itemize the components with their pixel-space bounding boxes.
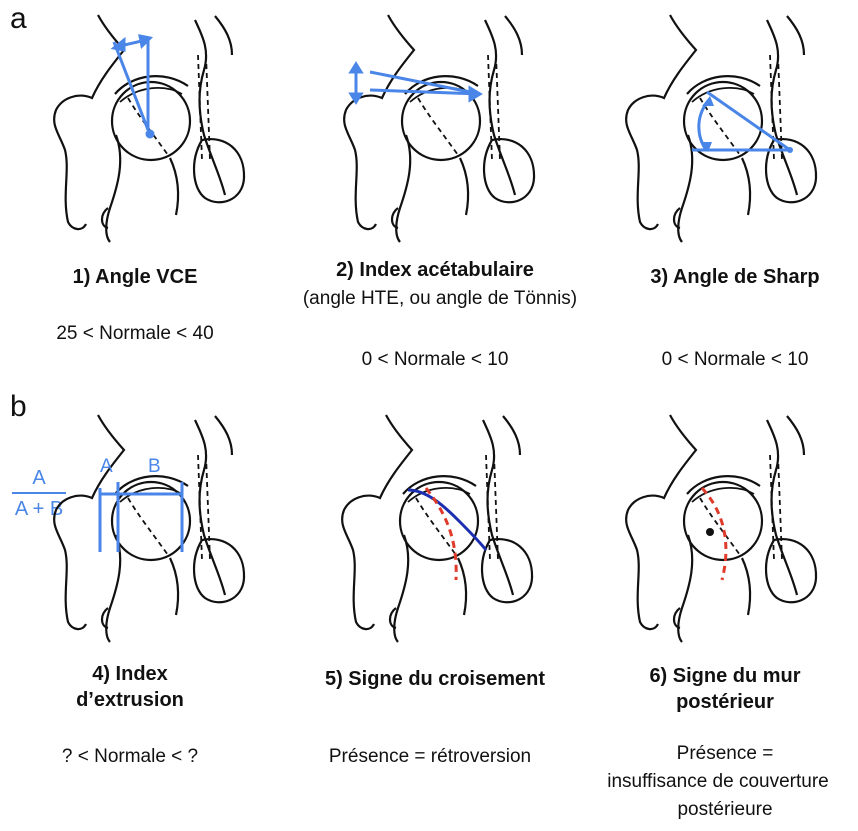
caption-title-sharp: 3) Angle de Sharp [620,265,850,289]
head-center-dot [706,528,714,536]
caption-range-sharp: 0 < Normale < 10 [620,348,850,372]
sharp-line [707,92,790,150]
caption-range-posterior-3: postérieure [600,798,850,822]
caption-range-vce: 25 < Normale < 40 [30,322,240,346]
caption-title-posterior-1: 6) Signe du mur [600,664,850,688]
hip-diagram-vce [20,10,260,250]
hip-diagram-sharp [592,10,832,250]
caption-range-posterior-2: insuffisance de couverture [578,770,858,794]
posterior-wall-dashed [702,488,726,580]
hip-diagram-extrusion: A B [20,410,260,650]
caption-subtitle-index: (angle HTE, ou angle de Tönnis) [270,287,610,311]
caption-title-extrusion-2: d’extrusion [30,688,230,712]
caption-title-vce: 1) Angle VCE [30,265,240,289]
arrowhead-up-icon [351,64,361,72]
caption-title-index: 2) Index acétabulaire [290,258,580,282]
caption-range-posterior-1: Présence = [600,742,850,766]
posterior-wall-dashed [426,488,456,580]
label-b: B [148,456,161,477]
hip-diagram-crossing [308,410,548,650]
caption-range-crossing: Présence = rétroversion [280,745,580,769]
label-a: A [100,456,113,477]
caption-range-index: 0 < Normale < 10 [320,348,550,372]
caption-range-extrusion: ? < Normale < ? [30,745,230,769]
arrowhead-icon [702,96,714,106]
head-center-dot [147,131,153,137]
arrowhead-icon [470,88,480,100]
teardrop-dot [787,147,793,153]
hip-diagram-index [310,10,550,250]
caption-title-extrusion-1: 4) Index [30,662,230,686]
caption-title-crossing: 5) Signe du croisement [290,667,580,691]
hip-diagram-posterior-wall [592,410,832,650]
caption-title-posterior-2: postérieur [600,690,850,714]
